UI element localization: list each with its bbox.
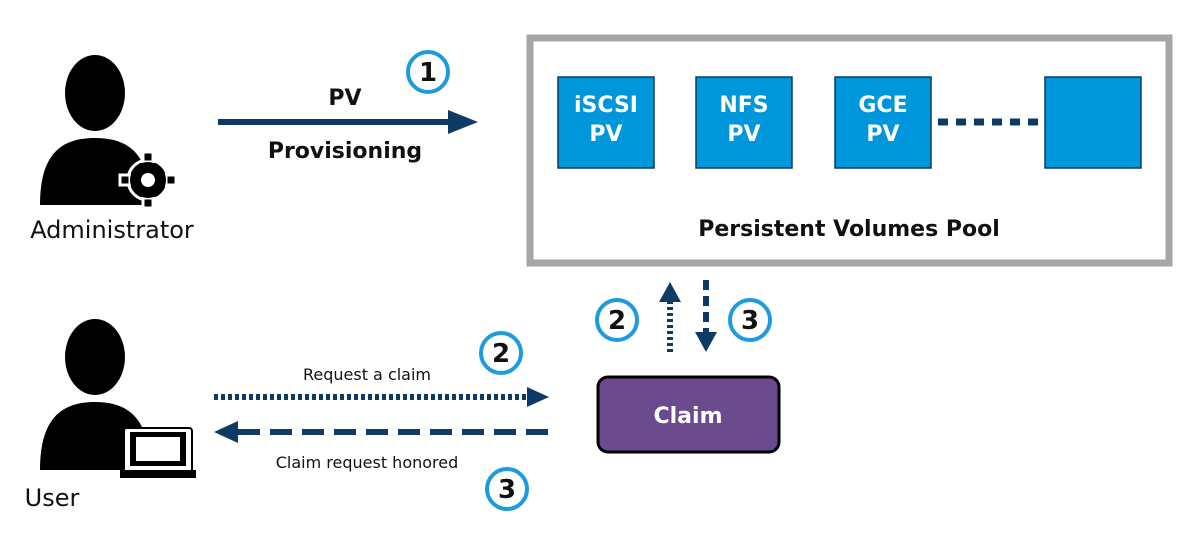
laptop-icon — [120, 427, 196, 478]
pv-box-iscsi: iSCSI PV — [557, 76, 655, 169]
svg-text:3: 3 — [741, 306, 759, 336]
pv-box-gce: GCE PV — [834, 76, 932, 169]
provisioning-label-bottom: Provisioning — [268, 139, 422, 164]
svg-text:2: 2 — [608, 306, 626, 336]
administrator-icon — [40, 55, 178, 210]
svg-text:GCE: GCE — [858, 93, 907, 118]
svg-text:PV: PV — [727, 122, 760, 147]
claim-box: Claim — [596, 375, 781, 454]
pv-box-nfs: NFS PV — [695, 76, 793, 169]
honored-arrowhead — [214, 421, 238, 443]
svg-text:1: 1 — [419, 58, 437, 88]
pool-title: Persistent Volumes Pool — [698, 217, 1000, 242]
svg-text:2: 2 — [492, 339, 510, 369]
request-claim-label: Request a claim — [303, 365, 431, 384]
step-badge-2-vertical: 2 — [595, 298, 639, 342]
svg-text:NFS: NFS — [719, 93, 768, 118]
svg-text:iSCSI: iSCSI — [574, 93, 638, 118]
user-icon — [40, 319, 196, 478]
honored-label: Claim request honored — [276, 453, 459, 472]
svg-text:PV: PV — [589, 122, 622, 147]
pv-box-empty — [1044, 76, 1142, 169]
svg-text:3: 3 — [498, 475, 516, 505]
provisioning-arrowhead — [448, 110, 478, 134]
provisioning-label-top: PV — [328, 86, 361, 111]
step-badge-3-honored: 3 — [485, 467, 529, 511]
request-claim-arrowhead — [527, 387, 549, 407]
step-badge-3-vertical: 3 — [728, 298, 772, 342]
claim-down-arrowhead — [695, 332, 717, 352]
svg-text:PV: PV — [866, 122, 899, 147]
claim-up-arrowhead — [659, 282, 681, 302]
gear-icon — [118, 150, 178, 210]
user-label: User — [25, 484, 80, 512]
step-badge-2-request: 2 — [479, 331, 523, 375]
claim-label: Claim — [654, 404, 723, 429]
step-badge-1: 1 — [406, 50, 450, 94]
administrator-label: Administrator — [30, 216, 194, 244]
